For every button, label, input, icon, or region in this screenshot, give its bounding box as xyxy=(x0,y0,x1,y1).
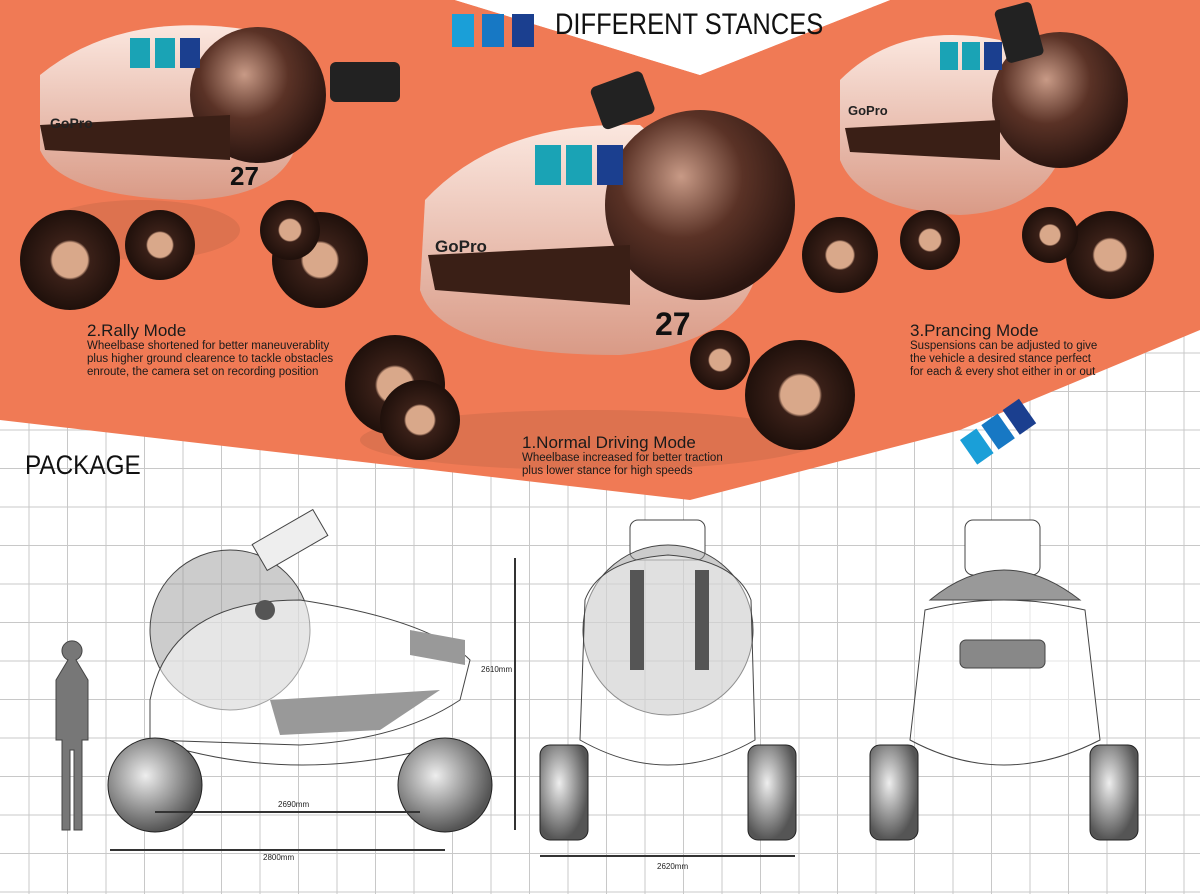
mode-title: 3.Prancing Mode xyxy=(910,321,1039,340)
blue-block-icon xyxy=(482,14,504,47)
width-dimension: 2620mm xyxy=(657,862,689,871)
svg-text:GoPro: GoPro xyxy=(50,115,93,131)
package-side-view xyxy=(55,508,493,851)
svg-text:27: 27 xyxy=(230,161,259,191)
mode-normal: 1.Normal Driving Mode Wheelbase increase… xyxy=(522,433,723,478)
white-top-triangle xyxy=(455,0,890,75)
mode-rally: 2.Rally Mode Wheelbase shortened for bet… xyxy=(87,321,333,379)
height-dimension: 2610mm xyxy=(481,665,513,674)
package-front-view xyxy=(514,519,797,857)
vehicle-prancing-mode: GoPro xyxy=(802,2,1154,299)
svg-text:GoPro: GoPro xyxy=(435,237,487,256)
mode-description-line: Wheelbase increased for better traction xyxy=(522,452,723,464)
svg-text:27: 27 xyxy=(655,306,691,342)
mode-description-line: plus lower stance for high speeds xyxy=(522,465,693,477)
blue-block-icon xyxy=(452,14,474,47)
mode-description-line: Suspensions can be adjusted to give xyxy=(910,340,1098,352)
length-dimension: 2800mm xyxy=(263,853,295,862)
svg-text:GoPro: GoPro xyxy=(848,103,888,118)
vehicle-normal-mode: GoPro 27 xyxy=(345,71,855,470)
package-rear-view xyxy=(869,519,1139,841)
mode-title: 2.Rally Mode xyxy=(87,321,187,340)
mode-description-line: enroute, the camera set on recording pos… xyxy=(87,366,319,378)
blue-blocks-logo xyxy=(960,398,1037,465)
package-title: PACKAGE xyxy=(25,450,141,480)
mode-prancing: 3.Prancing Mode Suspensions can be adjus… xyxy=(910,321,1097,379)
mode-description-line: Wheelbase shortened for better maneuvera… xyxy=(87,340,330,352)
blue-block-icon xyxy=(512,14,534,47)
page-title: DIFFERENT STANCES xyxy=(555,8,824,41)
mode-title: 1.Normal Driving Mode xyxy=(522,433,696,452)
vehicle-rally-mode: GoPro 27 xyxy=(20,25,400,310)
mode-description-line: the vehicle a desired stance perfect xyxy=(910,353,1091,365)
wheelbase-dimension: 2690mm xyxy=(278,800,310,809)
mode-description-line: plus higher ground clearence to tackle o… xyxy=(87,353,334,365)
mode-description-line: for each & every shot either in or out xyxy=(910,366,1096,378)
